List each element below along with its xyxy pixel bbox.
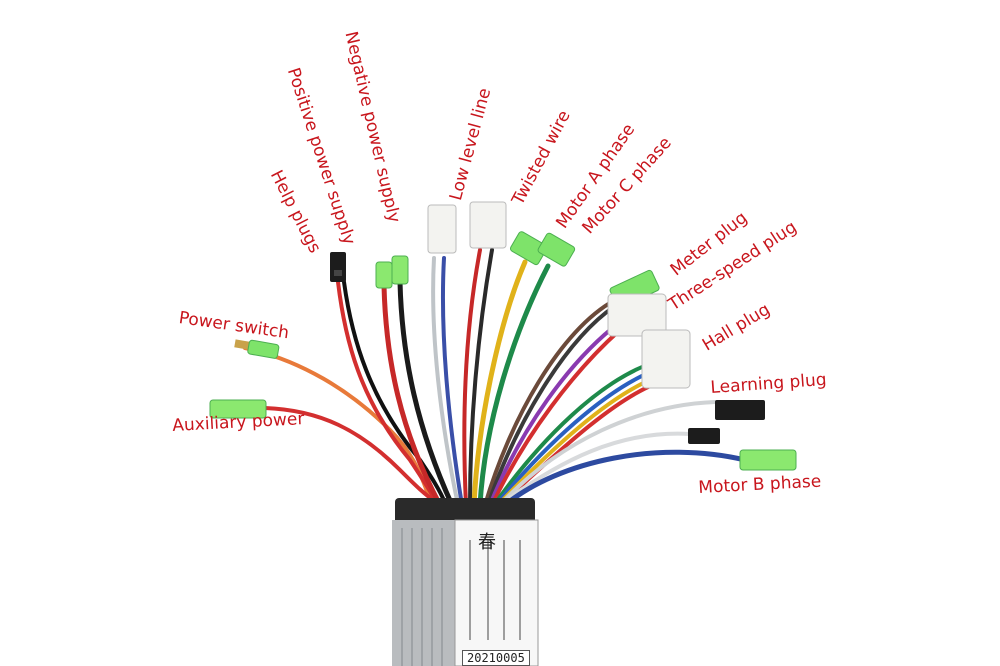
twisted-wire-connector [469, 201, 507, 249]
wires [243, 248, 748, 508]
motor-b-connector [739, 449, 797, 471]
wire-auxiliary-power [263, 406, 442, 507]
power-switch-connector [234, 339, 280, 359]
wire-motor-c [477, 263, 551, 508]
wire-low-level-2 [440, 256, 464, 507]
wire-twisted-1 [462, 248, 482, 507]
wire-positive [381, 283, 443, 508]
wire-learning-2 [498, 431, 692, 507]
learning-plug-connector [688, 400, 765, 444]
motor-a-connector [510, 231, 548, 266]
low-level-connector [427, 204, 457, 254]
wire-negative [397, 279, 455, 508]
hall-plug-connector [641, 329, 691, 389]
wire-low-level-1 [431, 256, 460, 507]
wire-learning [498, 400, 717, 507]
controller-brand-char: 春 [478, 532, 496, 553]
help-plug-connector [330, 252, 346, 282]
wire-motor-a [471, 259, 528, 508]
wire-help-plug-2 [342, 280, 448, 507]
wire-meter-1 [483, 298, 617, 507]
wire-meter-2 [486, 304, 617, 507]
wire-help-plug-1 [336, 280, 440, 507]
controller-housing [392, 498, 539, 666]
wire-hall-1 [492, 360, 657, 507]
negative-connector [391, 255, 409, 285]
wire-three-speed-2 [490, 328, 622, 507]
wire-twisted-2 [468, 248, 494, 507]
wire-hall-2 [494, 368, 657, 507]
wire-motor-b [502, 449, 748, 508]
controller-code: 20210005 [462, 650, 530, 666]
connectors [209, 201, 797, 471]
auxiliary-power-connector [209, 399, 267, 419]
three-speed-connector [607, 293, 667, 337]
wire-three-speed-1 [488, 320, 622, 507]
motor-c-connector [537, 232, 576, 267]
positive-connector [375, 261, 393, 289]
